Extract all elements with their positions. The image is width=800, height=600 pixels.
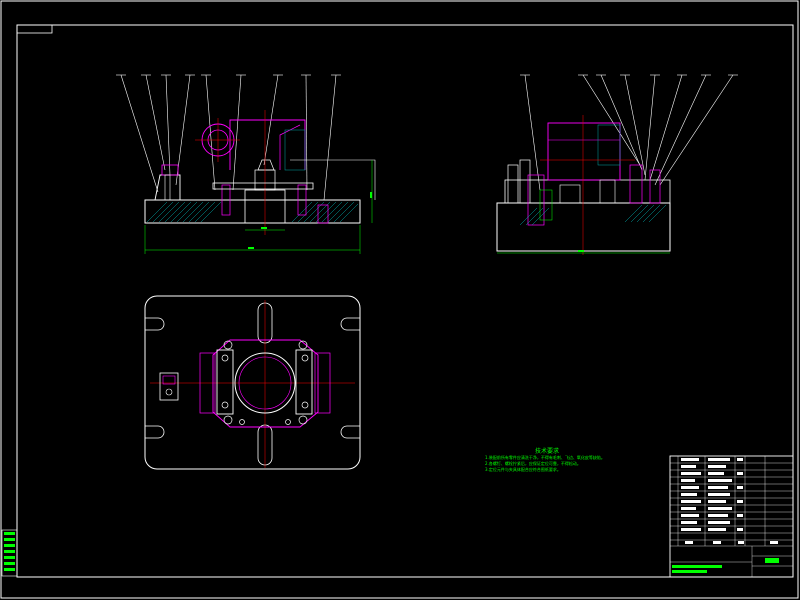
tech-note-line: 2.各螺钉、螺栓拧紧后，应保证定位可靠，不得松动。 xyxy=(485,461,581,466)
front-view-leaders xyxy=(116,74,341,201)
side-view-leaders xyxy=(520,74,738,191)
margin-stamp xyxy=(1,529,18,577)
side-view xyxy=(496,74,738,255)
top-left-code-box xyxy=(16,24,53,34)
tech-notes: 1.装配前所有零件应清洗干净，不得有毛刺、飞边、氧化皮等缺陷。 2.各螺钉、螺栓… xyxy=(485,455,605,473)
side-view-hatch xyxy=(519,204,667,226)
plan-view-bolt-holes xyxy=(221,340,309,425)
front-view xyxy=(116,74,376,254)
sheet-inner-border xyxy=(16,24,794,578)
front-view-hatch xyxy=(146,201,359,223)
plan-view-slots xyxy=(145,302,360,466)
tech-note-line: 3.定位元件与夹具体配合应符合图纸要求。 xyxy=(485,467,561,472)
front-view-dimensions xyxy=(144,160,373,254)
tech-notes-title: 技术要求 xyxy=(535,448,560,455)
plan-view xyxy=(144,295,361,470)
tech-note-line: 1.装配前所有零件应清洗干净，不得有毛刺、飞边、氧化皮等缺陷。 xyxy=(485,455,605,460)
title-block xyxy=(669,455,794,578)
